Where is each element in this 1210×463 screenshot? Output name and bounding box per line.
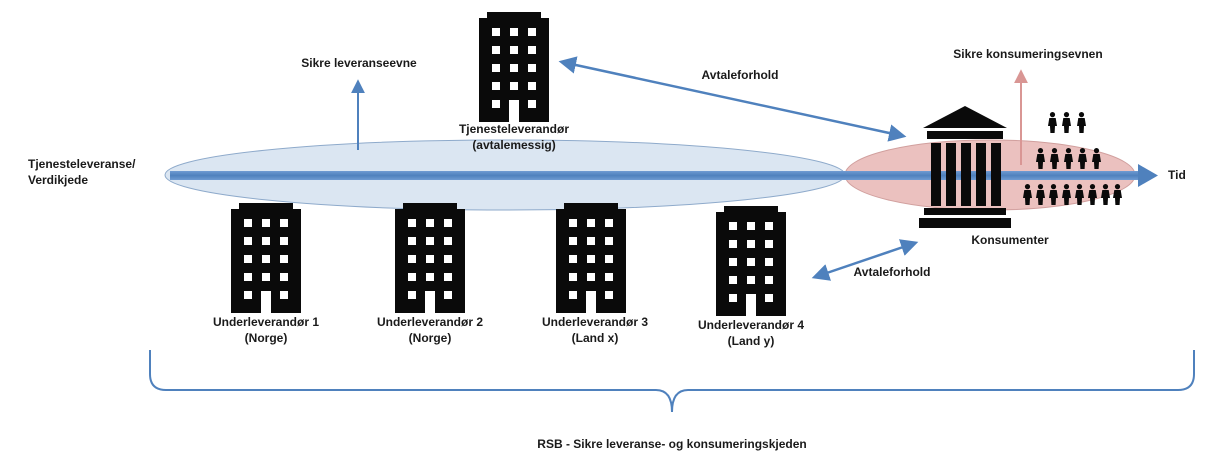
- agreement-bottom-label: Avtaleforhold: [853, 265, 931, 279]
- service-provider-label-line1: Tjenesteleverandør: [458, 122, 570, 136]
- service-provider-building-icon: [479, 12, 549, 122]
- subcontractor-location: (Norge): [408, 331, 452, 345]
- institution-icon: [919, 106, 1011, 228]
- secure-delivery-label: Sikre leveranseevne: [301, 56, 417, 70]
- subcontractor-name: Underleverandør 2: [376, 315, 484, 329]
- agreement-top-label: Avtaleforhold: [701, 68, 779, 82]
- subcontractor-name: Underleverandør 3: [541, 315, 649, 329]
- agreement-bottom-arrow: [811, 239, 919, 281]
- value-chain-label-line1: Tjenesteleveranse/: [28, 157, 136, 171]
- scope-brace: [149, 350, 1195, 413]
- subcontractor-3-label: Underleverandør 3 (Land x): [510, 314, 680, 346]
- time-label: Tid: [1168, 168, 1186, 182]
- subcontractor-3-building-icon: [556, 203, 626, 313]
- subcontractor-name: Underleverandør 4: [697, 318, 805, 332]
- agreement-top-arrow: [558, 56, 907, 142]
- subcontractor-4-label: Underleverandør 4 (Land y): [671, 317, 831, 349]
- subcontractor-4-building-icon: [716, 206, 786, 316]
- timeline-shaft: [170, 171, 1140, 180]
- value-chain-label: Tjenesteleveranse/ Verdikjede: [28, 156, 135, 188]
- value-chain-label-line2: Verdikjede: [28, 173, 89, 187]
- consumers-label: Konsumenter: [971, 233, 1049, 247]
- footer-caption: RSB - Sikre leveranse- og konsumeringskj…: [537, 437, 807, 451]
- service-provider-label: Tjenesteleverandør (avtalemessig): [429, 121, 599, 153]
- subcontractor-location: (Land x): [571, 331, 619, 345]
- service-provider-label-line2: (avtalemessig): [472, 138, 556, 152]
- subcontractor-1-building-icon: [231, 203, 301, 313]
- secure-consumption-label: Sikre konsumeringsevnen: [953, 47, 1103, 61]
- subcontractor-location: (Land y): [727, 334, 775, 348]
- subcontractor-2-label: Underleverandør 2 (Norge): [350, 314, 510, 346]
- subcontractor-location: (Norge): [244, 331, 288, 345]
- subcontractor-name: Underleverandør 1: [212, 315, 320, 329]
- subcontractor-1-label: Underleverandør 1 (Norge): [186, 314, 346, 346]
- timeline-arrowhead: [1138, 164, 1158, 187]
- subcontractor-2-building-icon: [395, 203, 465, 313]
